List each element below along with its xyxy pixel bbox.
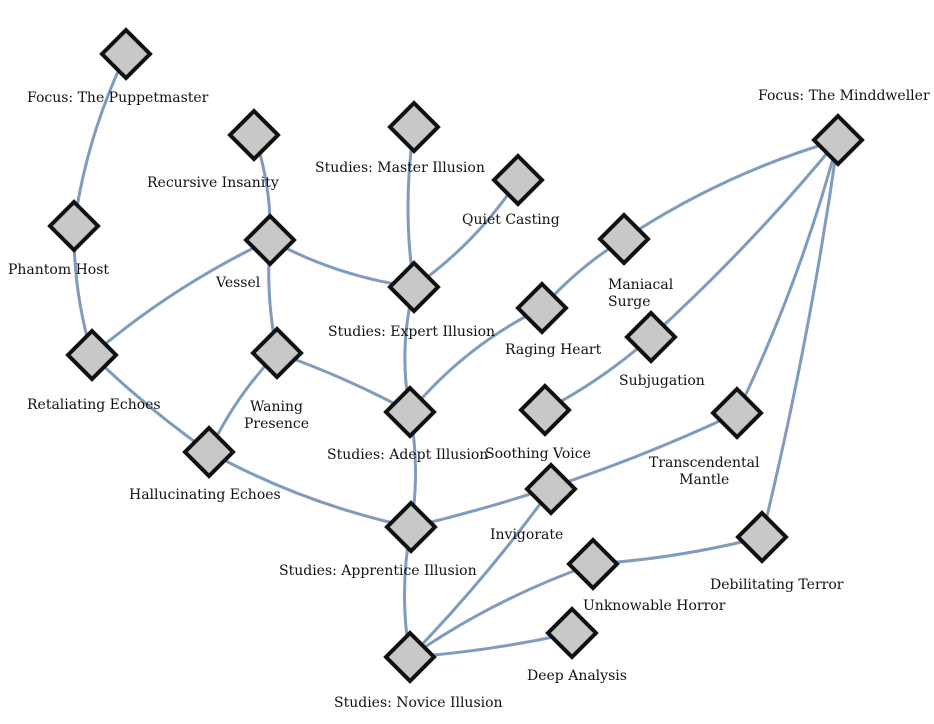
skill-node-invigorate[interactable]	[524, 462, 578, 516]
skill-node-deep-analysis[interactable]	[545, 606, 599, 660]
skill-node-puppetmaster[interactable]	[99, 27, 153, 81]
skill-node-apprentice-illusion[interactable]	[384, 500, 438, 554]
connection-maniacal-surge-to-minddweller	[622, 138, 840, 241]
connection-puppetmaster-to-phantom-host	[72, 52, 128, 228]
skill-label-deep-analysis: Deep Analysis	[527, 668, 627, 684]
skill-label-phantom-host: Phantom Host	[8, 262, 110, 278]
skill-node-minddweller[interactable]	[811, 113, 865, 167]
connection-retaliating-echoes-to-vessel	[90, 238, 272, 357]
skill-node-expert-illusion[interactable]	[387, 260, 441, 314]
skill-label-master-illusion: Studies: Master Illusion	[315, 160, 485, 176]
skill-label-quiet-casting: Quiet Casting	[462, 212, 560, 228]
skill-label-hallucinating-echoes: Hallucinating Echoes	[129, 487, 281, 503]
skill-node-quiet-casting[interactable]	[491, 153, 545, 207]
connection-subjugation-to-minddweller	[649, 138, 840, 339]
skill-node-phantom-host[interactable]	[47, 199, 101, 253]
skill-label-recursive-insanity: Recursive Insanity	[147, 175, 279, 191]
connection-quiet-casting-to-expert-illusion	[412, 178, 520, 289]
skill-node-unknowable-horror[interactable]	[566, 537, 620, 591]
skill-nodes	[47, 27, 865, 684]
skill-label-raging-heart: Raging Heart	[505, 342, 602, 358]
skill-node-waning-presence[interactable]	[250, 326, 304, 380]
skill-node-raging-heart[interactable]	[515, 281, 569, 335]
connection-deep-analysis-to-novice-illusion	[408, 631, 574, 659]
connection-apprentice-illusion-to-transcendental-mantle	[409, 411, 739, 529]
skill-label-novice-illusion: Studies: Novice Illusion	[334, 695, 503, 711]
skill-node-subjugation[interactable]	[624, 310, 678, 364]
skill-node-recursive-insanity[interactable]	[227, 108, 281, 162]
connection-debilitating-terror-to-unknowable-horror	[591, 535, 764, 566]
skill-label-retaliating-echoes: Retaliating Echoes	[27, 397, 161, 413]
skill-node-novice-illusion[interactable]	[383, 630, 437, 684]
skill-node-debilitating-terror[interactable]	[735, 510, 789, 564]
skill-label-apprentice-illusion: Studies: Apprentice Illusion	[279, 563, 477, 579]
skill-label-expert-illusion: Studies: Expert Illusion	[328, 324, 496, 340]
skill-node-retaliating-echoes[interactable]	[65, 328, 119, 382]
skill-node-adept-illusion[interactable]	[383, 385, 437, 439]
connection-hallucinating-echoes-to-apprentice-illusion	[207, 450, 413, 529]
skill-label-soothing-voice: Soothing Voice	[485, 446, 591, 462]
skill-node-maniacal-surge[interactable]	[597, 212, 651, 266]
connection-vessel-to-expert-illusion	[268, 238, 416, 289]
skill-label-minddweller: Focus: The Minddweller	[758, 88, 930, 104]
skill-label-subjugation: Subjugation	[619, 373, 705, 389]
skill-label-maniacal-surge: Maniacal Surge	[608, 277, 674, 310]
skill-node-vessel[interactable]	[243, 213, 297, 267]
skill-label-vessel: Vessel	[216, 275, 261, 291]
skill-label-waning-presence: Waning Presence	[244, 399, 310, 432]
skill-label-invigorate: Invigorate	[490, 527, 564, 543]
skill-node-transcendental-mantle[interactable]	[710, 386, 764, 440]
skill-node-hallucinating-echoes[interactable]	[182, 425, 236, 479]
skill-label-debilitating-terror: Debilitating Terror	[710, 577, 844, 593]
skill-label-adept-illusion: Studies: Adept Illusion	[327, 447, 489, 463]
skill-label-puppetmaster: Focus: The Puppetmaster	[27, 90, 209, 106]
skill-label-transcendental-mantle: Transcendental Mantle	[649, 455, 760, 488]
skill-node-master-illusion[interactable]	[387, 100, 441, 154]
connection-adept-illusion-to-raging-heart	[408, 306, 544, 414]
connection-debilitating-terror-to-minddweller	[760, 138, 840, 539]
skill-node-soothing-voice[interactable]	[518, 383, 572, 437]
connection-unknowable-horror-to-novice-illusion	[408, 562, 595, 659]
connection-transcendental-mantle-to-minddweller	[735, 138, 840, 415]
skill-label-unknowable-horror: Unknowable Horror	[583, 598, 726, 614]
connection-invigorate-to-novice-illusion	[408, 487, 553, 659]
